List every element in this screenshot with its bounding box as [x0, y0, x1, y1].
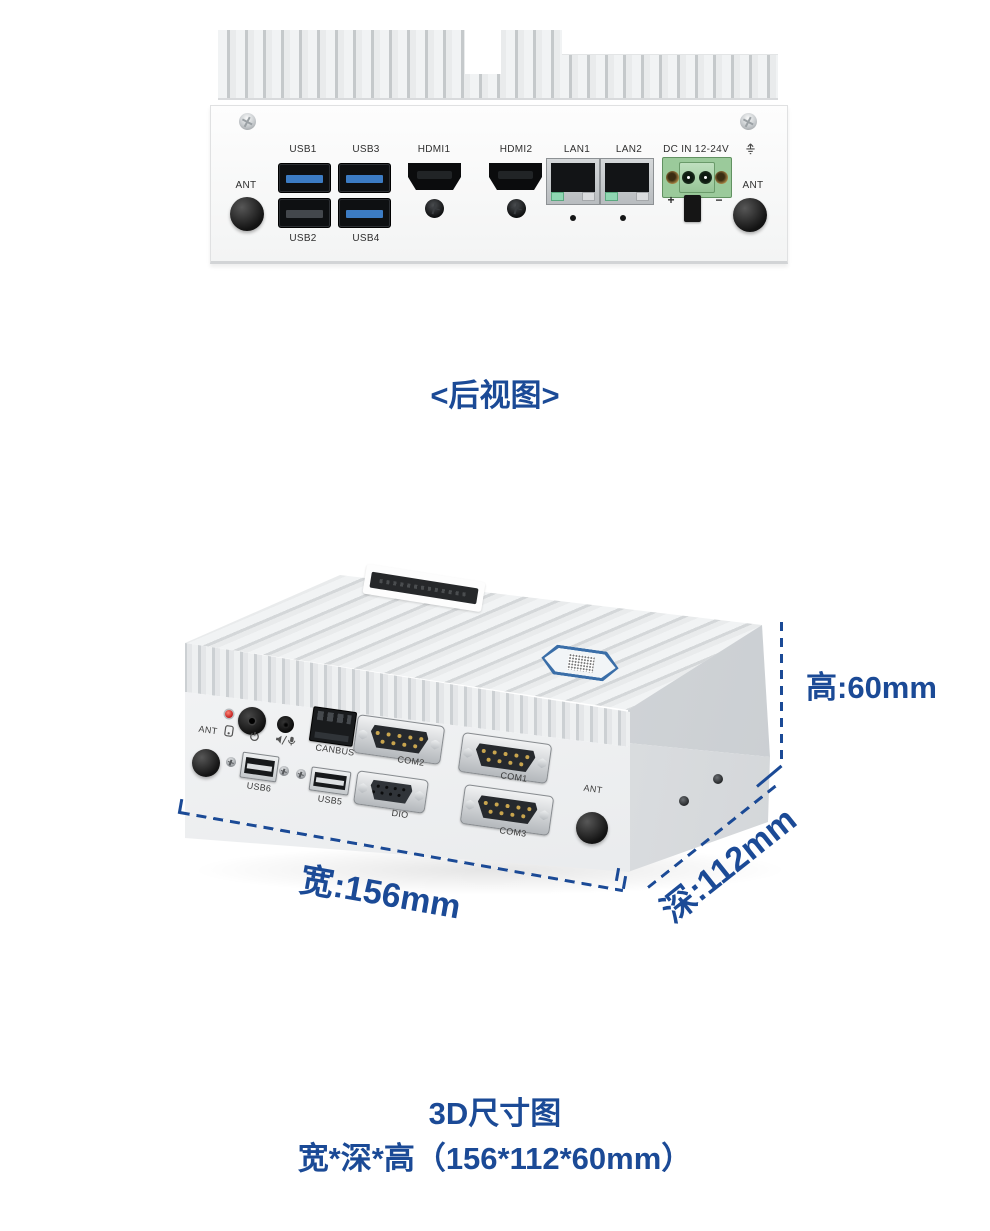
ant-label-right: ANT — [742, 180, 764, 191]
port-label-usb1: USB1 — [289, 144, 317, 155]
usb6-port — [239, 751, 280, 783]
heatsink-notch — [465, 28, 501, 74]
headset-mic-icon — [275, 735, 296, 746]
screw — [713, 774, 723, 784]
height-dimension-line — [780, 622, 783, 763]
rear-view-photo: USB1 USB3 HDMI1 HDMI2 LAN1 LAN2 DC IN 12… — [210, 25, 788, 264]
port-label-hdmi1: HDMI1 — [417, 144, 451, 155]
lan2-port — [600, 158, 654, 205]
dio-label: DIO — [390, 807, 410, 821]
hdmi1-port — [408, 163, 461, 190]
dc-plus-sign: + — [667, 193, 675, 207]
canbus-port — [308, 706, 358, 747]
ant-label-left: ANT — [235, 180, 257, 191]
footer-dimensions: 宽*深*高（156*112*60mm） — [297, 1141, 693, 1176]
lan-led — [636, 192, 649, 201]
height-dimension-label: 高:60mm — [806, 670, 937, 705]
lan1-hole — [570, 215, 576, 221]
dc-minus-sign: − — [715, 193, 723, 207]
screw — [679, 796, 689, 806]
iso-ant-connector-left — [192, 749, 220, 777]
dc-in-connector — [662, 157, 732, 198]
usb3-port — [338, 163, 391, 193]
ant-connector-right — [733, 198, 767, 232]
hdd-led-icon — [224, 725, 234, 737]
ant-connector-left — [230, 197, 264, 231]
lan-led — [582, 192, 595, 201]
hdd-led — [225, 710, 233, 718]
port-label-usb4: USB4 — [352, 233, 380, 244]
port-label-hdmi2: HDMI2 — [499, 144, 533, 155]
port-label-dc-in: DC IN 12-24V — [663, 144, 729, 155]
audio-jack — [277, 716, 294, 733]
footer-title: 3D尺寸图 — [428, 1096, 562, 1131]
port-label-lan1: LAN1 — [563, 144, 591, 155]
power-icon — [250, 731, 259, 742]
port-label-usb2: USB2 — [289, 233, 317, 244]
qr-code — [567, 653, 595, 672]
power-button[interactable] — [238, 707, 266, 735]
lan2-hole — [620, 215, 626, 221]
heatsink-step — [562, 28, 778, 55]
usb2-port — [278, 198, 331, 228]
port-label-lan2: LAN2 — [615, 144, 643, 155]
hdmi2-port — [489, 163, 542, 190]
usb1-port — [278, 163, 331, 193]
port-label-usb3: USB3 — [352, 144, 380, 155]
dc-latch-tab — [684, 195, 701, 222]
lan-led-green — [551, 192, 564, 201]
lan1-port — [546, 158, 600, 205]
ground-icon — [746, 143, 755, 155]
rear-view-caption: <后视图> — [430, 378, 560, 413]
lan-led-green — [605, 192, 618, 201]
usb4-port — [338, 198, 391, 228]
iso-view-photo: ANT CANBUS COM2 — [150, 555, 850, 935]
iso-ant-connector-right — [576, 812, 608, 844]
